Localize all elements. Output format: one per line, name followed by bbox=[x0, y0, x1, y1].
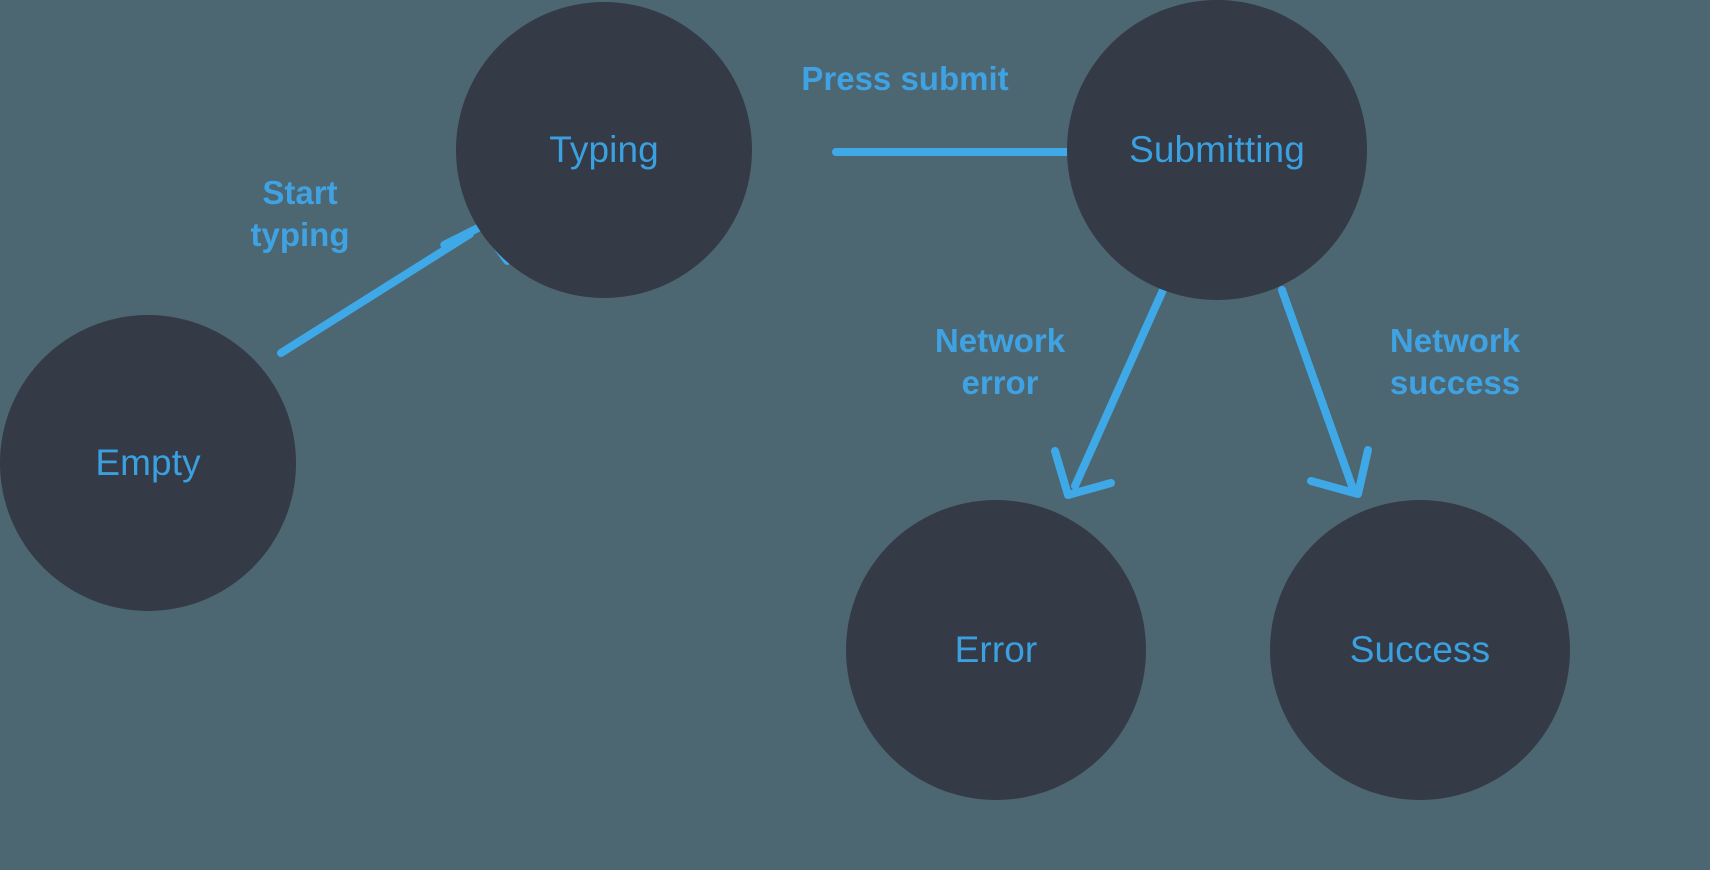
state-node-typing[interactable]: Typing bbox=[456, 2, 752, 298]
edge-line-empty-to-typing bbox=[277, 230, 474, 357]
arrowhead-submitting-to-success bbox=[1307, 446, 1372, 498]
edge-line-submitting-to-error bbox=[1071, 286, 1167, 490]
state-label-typing: Typing bbox=[549, 128, 659, 170]
edge-label-start-typing: Start typing bbox=[250, 174, 350, 254]
state-node-success[interactable]: Success bbox=[1270, 500, 1570, 800]
arrowhead-submitting-to-error bbox=[1051, 447, 1115, 499]
state-label-submitting: Submitting bbox=[1129, 128, 1305, 170]
edge-submitting-to-success bbox=[1278, 286, 1372, 498]
state-label-empty: Empty bbox=[95, 441, 201, 483]
state-label-success: Success bbox=[1349, 628, 1491, 670]
state-node-submitting[interactable]: Submitting bbox=[1067, 0, 1367, 300]
state-node-error[interactable]: Error bbox=[846, 500, 1146, 800]
edge-line-submitting-to-success bbox=[1278, 286, 1356, 490]
edge-label-press-submit: Press submit bbox=[801, 60, 1009, 97]
edge-submitting-to-error bbox=[1051, 286, 1167, 499]
edge-label-network-success: Network success bbox=[1389, 322, 1521, 402]
state-node-empty[interactable]: Empty bbox=[0, 315, 296, 611]
state-label-error: Error bbox=[954, 628, 1038, 670]
edge-label-network-error: Network error bbox=[934, 322, 1066, 402]
